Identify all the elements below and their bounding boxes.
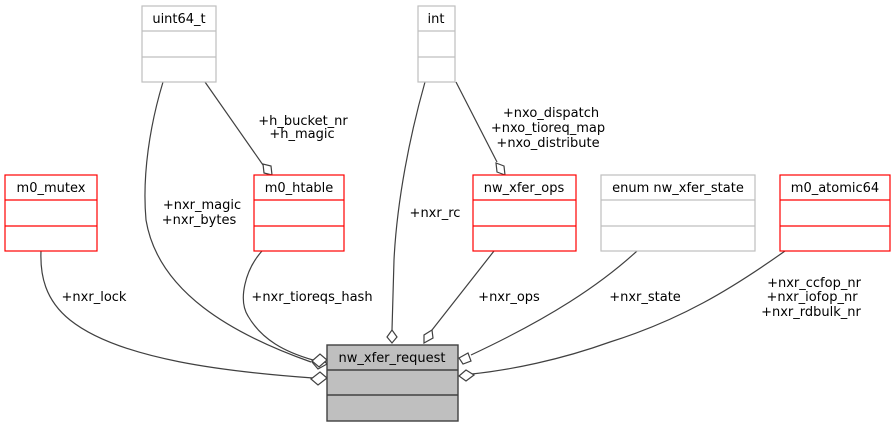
edge-label: +h_magic	[269, 127, 334, 142]
edge-label: +nxr_iofop_nr	[766, 290, 858, 305]
class-node-m0_htable[interactable]: m0_htable	[253, 174, 345, 252]
edge-label: +h_bucket_nr	[258, 114, 348, 129]
aggregation-diamond	[423, 328, 434, 345]
edge-label: +nxr_lock	[62, 290, 127, 305]
aggregation-diamond	[458, 369, 476, 382]
edge-htable-to-request	[242, 250, 314, 361]
aggregation-diamond	[311, 353, 328, 368]
edge-int-to-request	[391, 81, 426, 331]
edge-label: +nxo_distribute	[496, 136, 599, 151]
aggregation-diamond	[386, 328, 398, 344]
edge-atomic-to-request	[471, 250, 786, 375]
edge-uint64-to-htable	[204, 81, 264, 166]
aggregation-diamond	[495, 162, 506, 176]
edge-label: +nxo_dispatch	[503, 106, 599, 121]
class-name: nw_xfer_ops	[484, 181, 565, 196]
class-node-m0_mutex[interactable]: m0_mutex	[4, 174, 98, 252]
class-node-uint64_t[interactable]: uint64_t	[141, 5, 217, 83]
class-node-nw_xfer_state[interactable]: enum nw_xfer_state	[600, 174, 756, 252]
class-node-int[interactable]: int	[417, 5, 456, 83]
aggregation-diamond	[310, 371, 328, 386]
class-name: int	[428, 12, 445, 27]
class-node-nw_xfer_ops[interactable]: nw_xfer_ops	[472, 174, 577, 252]
edge-label: +nxr_ops	[478, 290, 540, 305]
edge-label: +nxr_state	[609, 290, 681, 305]
edge-label: +nxr_rc	[410, 206, 461, 221]
edge-label: +nxr_bytes	[162, 213, 237, 228]
edge-label: +nxr_ccfop_nr	[767, 276, 861, 291]
class-name: m0_atomic64	[791, 181, 879, 196]
class-name: m0_mutex	[17, 181, 86, 196]
edge-ops-to-request	[431, 250, 495, 331]
edge-label: +nxr_rdbulk_nr	[761, 305, 861, 320]
edge-uint64-to-request	[144, 81, 312, 363]
class-name: nw_xfer_request	[339, 351, 446, 366]
class-node-nw_xfer_request[interactable]: nw_xfer_request	[326, 344, 459, 422]
edge-mutex-to-request	[40, 250, 314, 379]
edge-state-to-request	[470, 250, 638, 356]
class-name: enum nw_xfer_state	[612, 181, 744, 196]
edge-int-to-ops	[455, 81, 498, 163]
edge-label: +nxr_tioreqs_hash	[251, 290, 372, 305]
aggregation-diamond	[458, 352, 472, 365]
edge-label: +nxr_magic	[163, 198, 241, 213]
edge-label: +nxo_tioreq_map	[491, 121, 605, 136]
class-name: m0_htable	[265, 181, 334, 196]
class-name: uint64_t	[152, 12, 205, 27]
aggregation-diamond	[262, 163, 273, 176]
class-node-m0_atomic64[interactable]: m0_atomic64	[779, 174, 891, 252]
